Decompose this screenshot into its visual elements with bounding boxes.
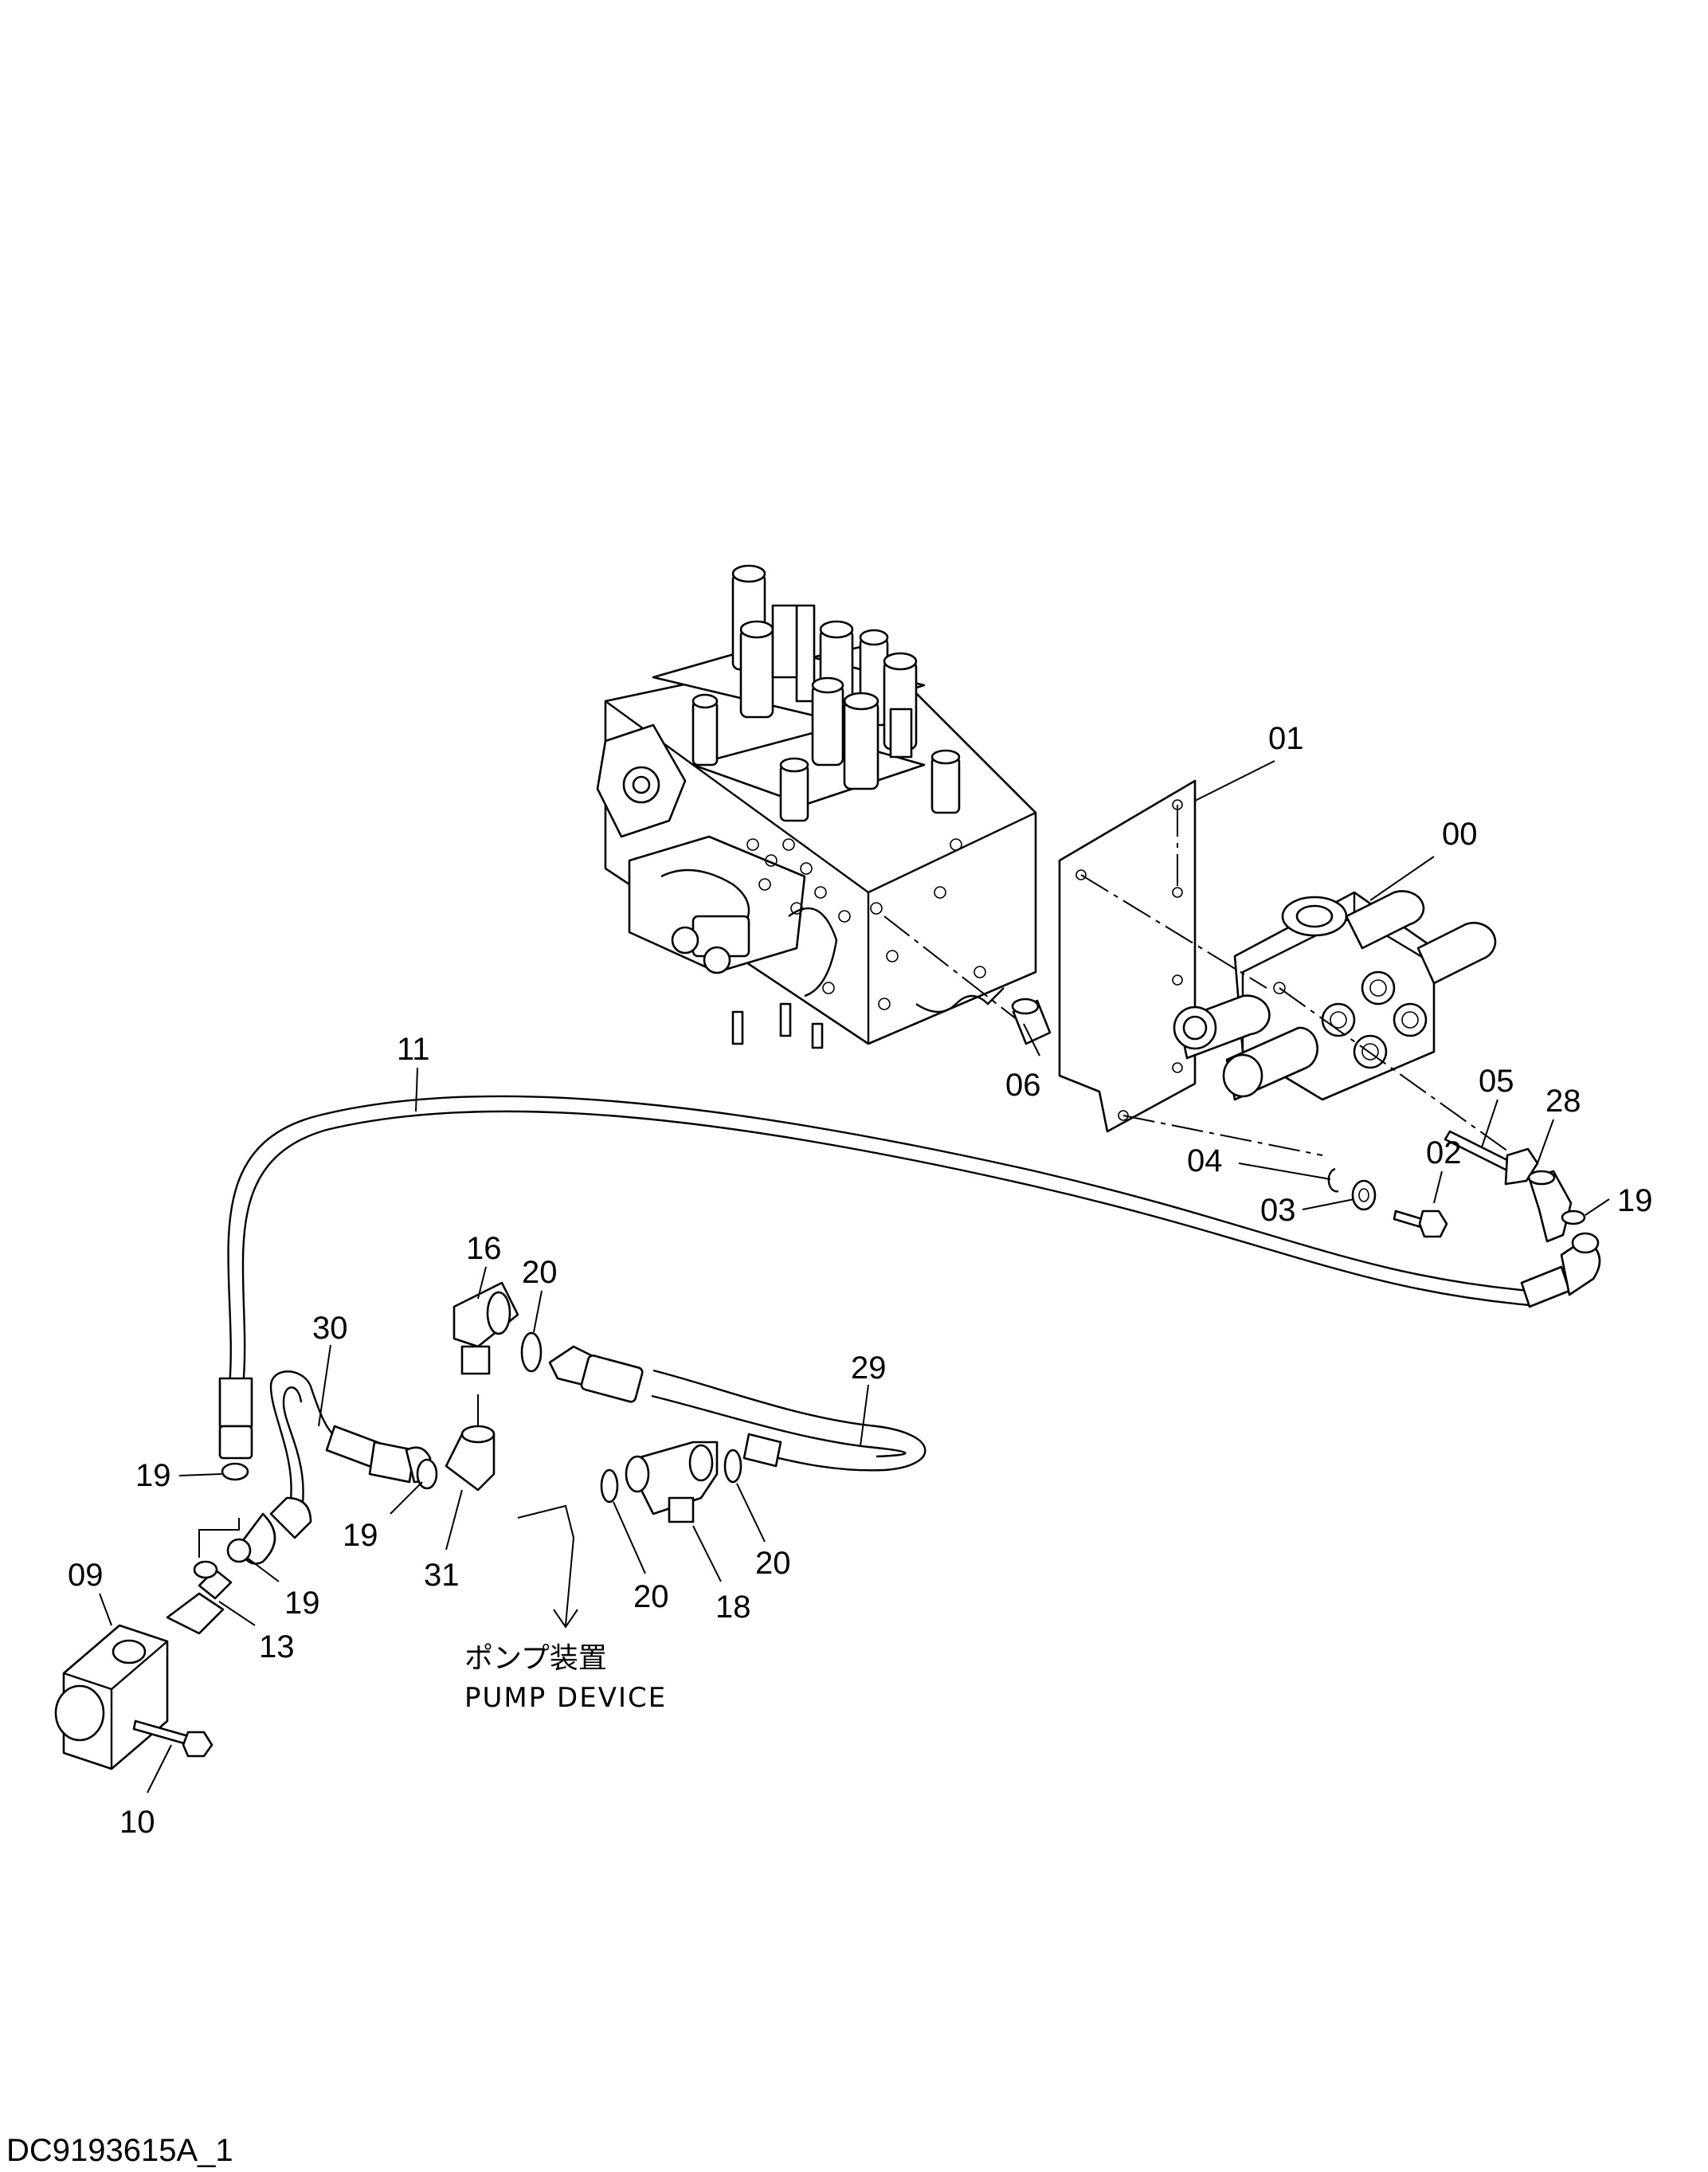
oring-19-left-upper xyxy=(221,1462,249,1481)
pump-device-jp-label: ポンプ装置 xyxy=(464,1642,607,1675)
valve-port-holes xyxy=(746,838,986,1010)
tube-30 xyxy=(237,1370,432,1565)
oring-20-left xyxy=(600,1468,619,1504)
elbow-31 xyxy=(445,1425,496,1492)
callout-19-right: 19 xyxy=(1617,1183,1653,1218)
callout-18: 18 xyxy=(715,1590,751,1625)
elbow-16 xyxy=(452,1281,519,1375)
collar-06 xyxy=(1011,998,1052,1045)
callout-19-lower-left: 19 xyxy=(284,1586,320,1621)
bolt-02 xyxy=(1393,1209,1448,1238)
callout-labels: 00 01 02 03 04 05 06 09 10 11 13 16 18 1… xyxy=(68,721,1653,1840)
oring-19-mid xyxy=(416,1458,438,1490)
callout-09: 09 xyxy=(68,1558,104,1593)
oring-20-right xyxy=(723,1449,742,1484)
oring-20-upper xyxy=(520,1331,543,1373)
callout-19-upper-left: 19 xyxy=(135,1458,171,1493)
washer-03 xyxy=(1351,1179,1377,1211)
assembly-centerlines xyxy=(883,805,1514,1156)
callout-19-mid: 19 xyxy=(343,1518,378,1553)
callout-13: 13 xyxy=(259,1629,295,1664)
diverter-valve xyxy=(1173,890,1497,1101)
callout-28: 28 xyxy=(1545,1084,1581,1119)
callout-20-left: 20 xyxy=(633,1579,669,1614)
callout-20-upper: 20 xyxy=(522,1255,558,1290)
callout-11: 11 xyxy=(397,1032,430,1067)
callout-10: 10 xyxy=(119,1805,155,1840)
pump-device-pointer xyxy=(517,1504,578,1629)
callout-30: 30 xyxy=(312,1311,348,1346)
callout-16: 16 xyxy=(466,1231,502,1266)
hose-29 xyxy=(548,1345,926,1472)
mounting-plate xyxy=(1058,779,1197,1133)
callout-05: 05 xyxy=(1479,1064,1514,1099)
callout-04: 04 xyxy=(1187,1143,1223,1178)
callout-29: 29 xyxy=(851,1351,887,1386)
callout-03: 03 xyxy=(1260,1193,1296,1228)
elbow-28 xyxy=(1527,1170,1573,1243)
spool-caps xyxy=(691,564,961,822)
leader-lines xyxy=(99,760,1610,1794)
control-valve-block xyxy=(596,564,1037,1049)
bolt-10 xyxy=(132,1719,214,1758)
callout-00: 00 xyxy=(1442,817,1478,852)
oring-19-right xyxy=(1561,1209,1586,1225)
hose-11 xyxy=(218,1095,1601,1460)
tee-18 xyxy=(625,1441,719,1523)
callout-01: 01 xyxy=(1268,721,1304,756)
oring-19-left-lower xyxy=(226,1538,252,1563)
adapter-13 xyxy=(166,1560,233,1635)
callout-20-right: 20 xyxy=(755,1546,791,1581)
callout-06: 06 xyxy=(1005,1068,1041,1103)
snap-ring-04 xyxy=(1327,1167,1339,1193)
callout-31: 31 xyxy=(424,1558,460,1593)
pump-device-en-label: PUMP DEVICE xyxy=(464,1682,667,1714)
callout-02: 02 xyxy=(1426,1135,1462,1170)
drawing-id: DC9193615A_1 xyxy=(6,2133,233,2168)
block-09 xyxy=(54,1624,169,1770)
